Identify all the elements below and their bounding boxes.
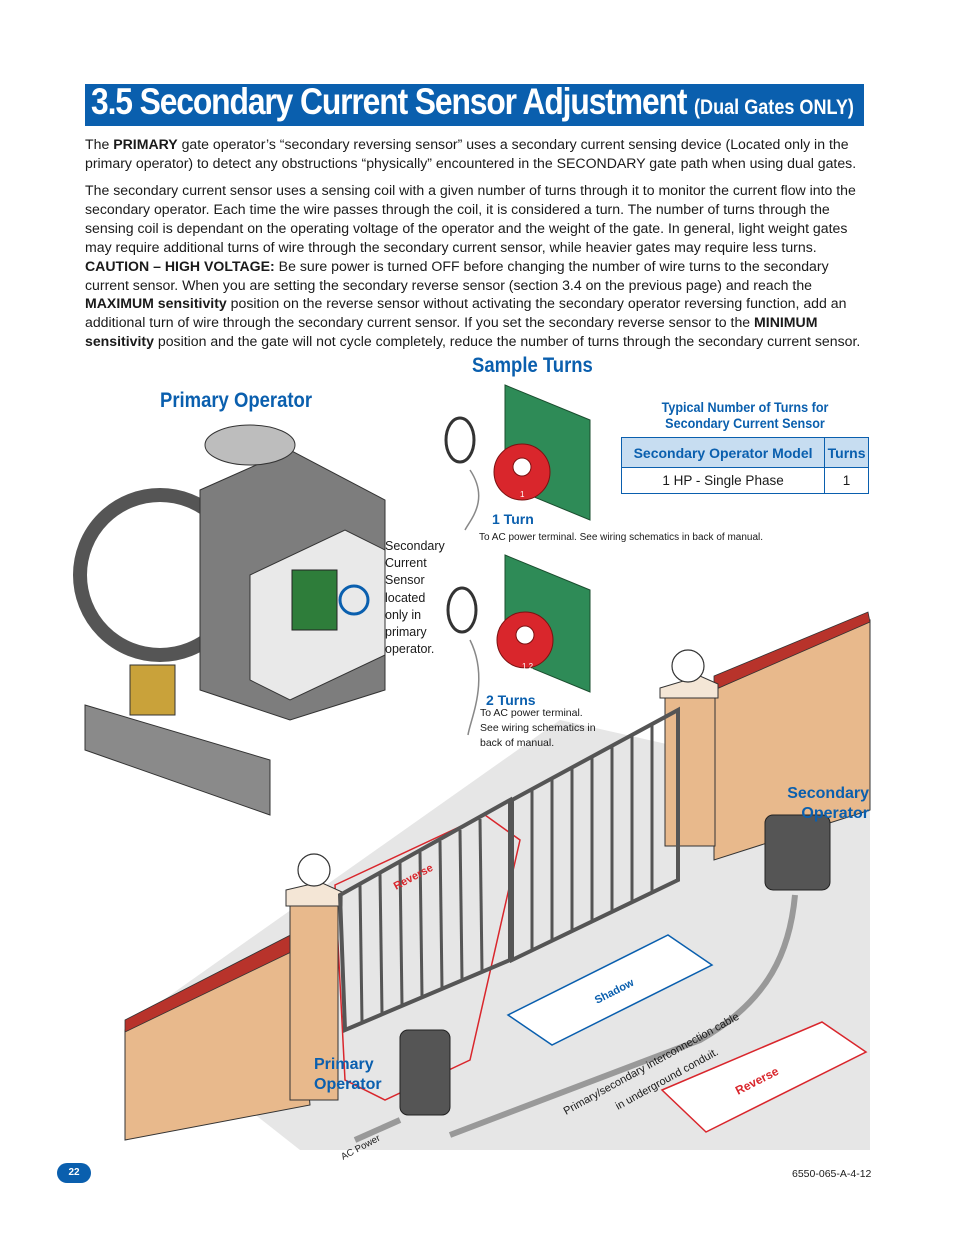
transformer	[129, 664, 176, 716]
turns-table: Secondary Operator Model Turns 1 HP - Si…	[620, 437, 869, 494]
page-number: 22	[57, 1163, 91, 1183]
one-turn-note: To AC power terminal. See wiring schemat…	[479, 532, 764, 543]
secondary-operator-label: Secondary Operator	[787, 785, 869, 822]
sample-turns-heading: Sample Turns	[472, 354, 593, 377]
primary-operator-gate-label: Primary Operator	[314, 1056, 382, 1093]
primary-operator-heading: Primary Operator	[160, 389, 313, 412]
shadow-zone	[506, 934, 714, 1046]
conduit	[448, 894, 798, 1138]
intro-paragraph-2: The secondary current sensor uses a sens…	[85, 182, 861, 350]
section-title-main: 3.5 Secondary Current Sensor Adjustment	[91, 81, 687, 122]
ac-conduit	[353, 1117, 402, 1143]
table-cell-turns: 1	[824, 467, 869, 494]
secondary-operator-unit	[764, 814, 831, 891]
section-title: 3.5 Secondary Current Sensor Adjustment …	[91, 81, 854, 123]
turns-table-title: Typical Number of Turns for Secondary Cu…	[661, 399, 829, 431]
table-cell-model: 1 HP - Single Phase	[620, 467, 826, 494]
section-title-bar: 3.5 Secondary Current Sensor Adjustment …	[85, 81, 864, 126]
gate-bars	[358, 724, 654, 1023]
primary-lamp	[297, 853, 331, 887]
wire-loop-2	[446, 586, 478, 634]
table-header-model: Secondary Operator Model	[620, 437, 826, 468]
one-turn-label: 1 Turn	[492, 511, 534, 527]
two-turns-note: To AC power terminal. See wiring schemat…	[480, 707, 596, 749]
section-title-sub: (Dual Gates ONLY)	[694, 96, 854, 119]
coil-numbers-2: 1 2	[522, 662, 534, 671]
table-header-turns: Turns	[824, 437, 869, 468]
wire-loop-1	[444, 416, 476, 464]
gearbox	[204, 424, 296, 466]
reverse-zone-bottom	[660, 1021, 868, 1133]
secondary-lamp	[671, 649, 705, 683]
primary-pillar	[289, 899, 339, 1101]
intro-paragraph-1: The PRIMARY gate operator’s “secondary r…	[85, 136, 857, 171]
table-row: 1 HP - Single Phase 1	[620, 467, 869, 494]
operator-base	[84, 704, 271, 816]
control-board	[291, 569, 338, 631]
sensor-callout: Secondary Current Sensor located only in…	[385, 539, 445, 657]
table-header-row: Secondary Operator Model Turns	[620, 437, 869, 468]
document-code: 6550-065-A-4-12	[792, 1168, 872, 1180]
secondary-pillar	[664, 695, 716, 847]
secondary-gate-leaf	[510, 706, 680, 964]
primary-operator-unit	[399, 1029, 451, 1116]
coil-number-1: 1	[520, 490, 525, 499]
sensor-callout-circle	[338, 584, 370, 616]
two-turns-label: 2 Turns	[486, 692, 536, 708]
